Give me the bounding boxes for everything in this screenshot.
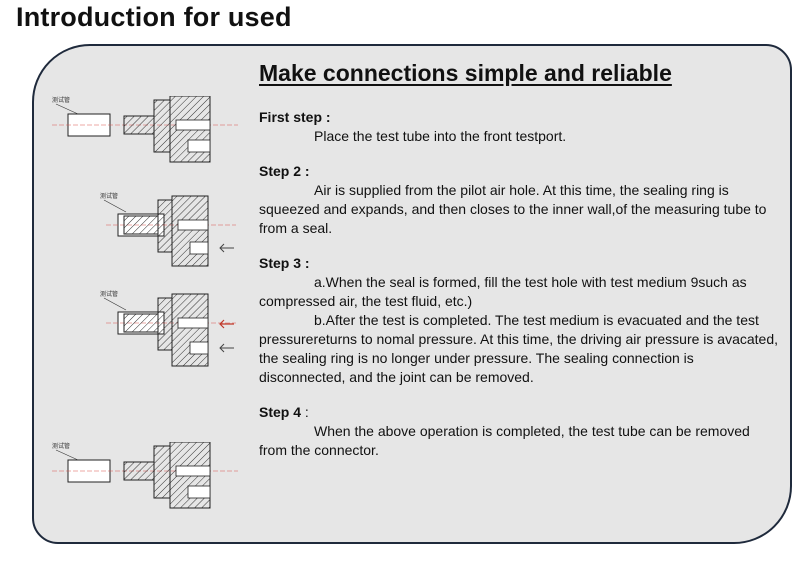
section-heading: Make connections simple and reliable xyxy=(259,60,672,86)
connector-flange xyxy=(157,199,173,253)
diagram-column: 测试管 测试管 测试管 xyxy=(34,46,264,542)
test-medium-arrow-icon xyxy=(219,319,234,329)
diagram-step-4: 测试管 xyxy=(52,442,238,509)
diagram-step-1: 测试管 xyxy=(52,96,238,163)
air-inlet-arrow-icon xyxy=(219,243,234,253)
step-1: First step : Place the test tube into th… xyxy=(259,109,779,146)
diagram-step-2: 测试管 xyxy=(100,192,236,267)
step-2: Step 2 : Air is supplied from the pilot … xyxy=(259,163,779,238)
step-paragraph: b.After the test is completed. The test … xyxy=(259,312,779,385)
step-paragraph: Air is supplied from the pilot air hole.… xyxy=(259,182,767,236)
step-paragraph: Place the test tube into the front testp… xyxy=(314,128,567,144)
step-title: First step : xyxy=(259,109,331,125)
step-3: Step 3 : a.When the seal is formed, fill… xyxy=(259,255,779,387)
page-title: Introduction for used xyxy=(16,2,292,32)
step-title: Step 2 : xyxy=(259,163,310,179)
tube-label: 测试管 xyxy=(100,290,118,298)
seal-ring xyxy=(123,461,155,481)
seal-ring xyxy=(123,215,159,235)
air-inlet-arrow-icon xyxy=(219,343,234,353)
tube-label: 测试管 xyxy=(100,192,118,200)
seal-ring xyxy=(123,115,155,135)
connector-body xyxy=(171,195,209,267)
seal-ring xyxy=(123,313,159,333)
tube-label: 测试管 xyxy=(52,442,70,450)
step-title-text: Step 4 xyxy=(259,404,302,420)
connector-flange xyxy=(153,445,171,499)
instruction-text: Make connections simple and reliable Fir… xyxy=(259,60,779,477)
diagram-step-3: 测试管 xyxy=(100,290,236,367)
instruction-panel: 测试管 测试管 测试管 xyxy=(32,44,792,544)
connector-body xyxy=(171,293,209,367)
step-paragraph: When the above operation is completed, t… xyxy=(259,423,750,458)
step-title: Step 4 : xyxy=(259,404,779,420)
step-title-colon: : xyxy=(304,404,309,420)
connector-flange xyxy=(157,297,173,351)
connector-flange xyxy=(153,99,171,153)
step-paragraph: a.When the seal is formed, fill the test… xyxy=(259,274,747,309)
step-4: Step 4 : When the above operation is com… xyxy=(259,404,779,460)
step-title: Step 3 : xyxy=(259,255,310,271)
tube-label: 测试管 xyxy=(52,96,70,104)
